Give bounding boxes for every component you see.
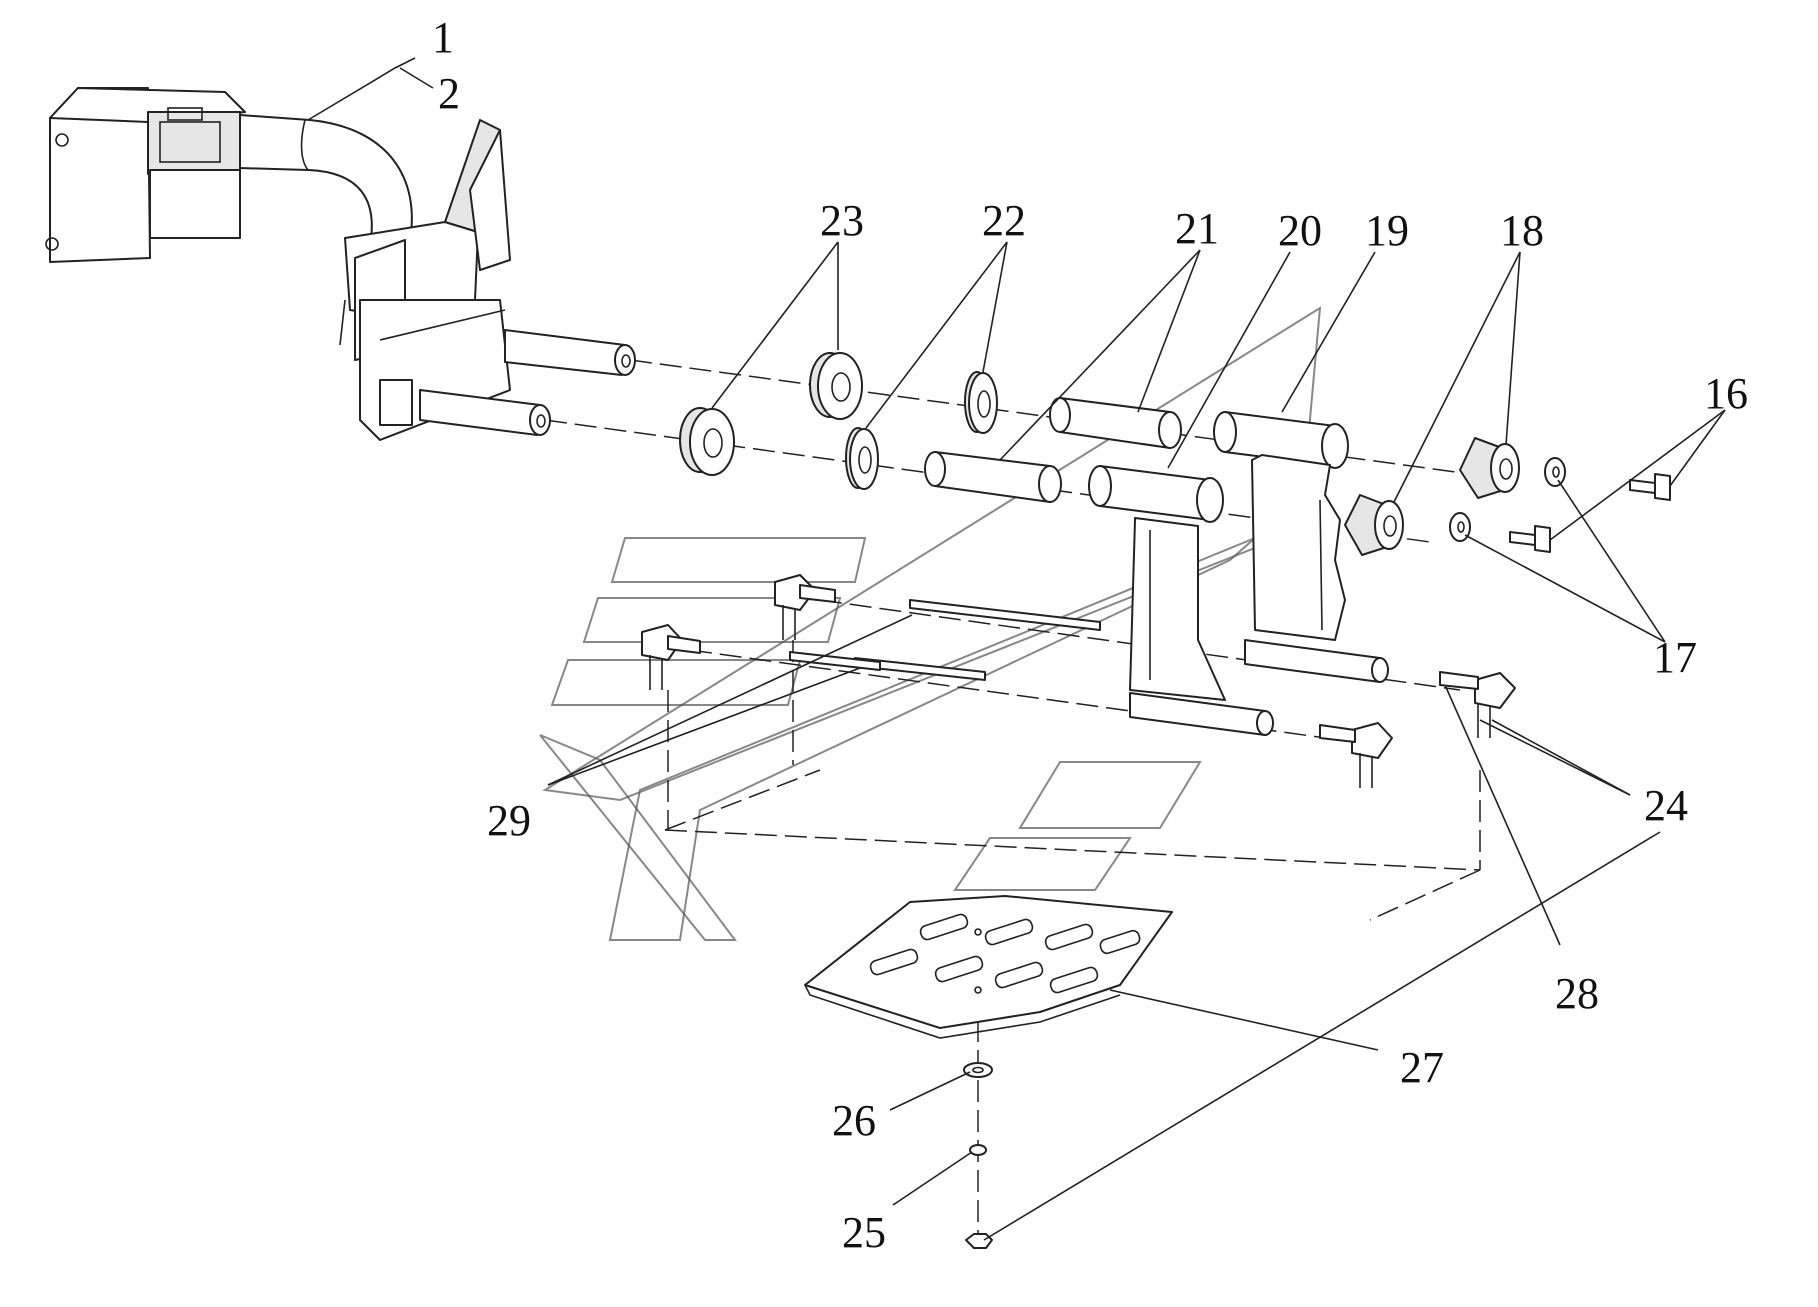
part-21-tubes [924, 397, 1182, 503]
callout-17: 17 [1653, 633, 1697, 682]
callout-labels: 1 2 16 17 18 19 20 21 22 23 24 25 26 27 … [432, 13, 1748, 1257]
callout-2: 2 [438, 69, 460, 118]
leader-lines [307, 57, 1726, 1241]
callout-18: 18 [1500, 206, 1544, 255]
part-18-end-caps [1344, 437, 1520, 556]
callout-19: 19 [1365, 206, 1409, 255]
part-19-bracket-tube [1213, 411, 1349, 641]
callout-22: 22 [982, 196, 1026, 245]
part-22-thin-rings [845, 371, 998, 490]
part-25-lock-washer [969, 1144, 987, 1156]
callout-29: 29 [487, 796, 531, 845]
part-17-washers [1449, 457, 1566, 542]
bracket-pins [419, 329, 636, 436]
callout-24: 24 [1644, 781, 1688, 830]
part-16-bolts [1509, 473, 1671, 553]
part-20-bracket-tube [1088, 465, 1226, 701]
callout-16: 16 [1704, 369, 1748, 418]
callout-20: 20 [1278, 206, 1322, 255]
nut [965, 1233, 993, 1249]
part-29-rods [789, 599, 1101, 681]
part-26-washer [963, 1062, 993, 1078]
watermark-logo [539, 306, 1322, 941]
callout-27: 27 [1400, 1043, 1444, 1092]
part-28-tubes [1129, 639, 1389, 736]
callout-26: 26 [832, 1096, 876, 1145]
part-1-bracket-and-tube [45, 87, 511, 441]
callout-23: 23 [820, 196, 864, 245]
part-27-step-plate [804, 895, 1173, 1039]
part-24-clamps [641, 574, 1516, 788]
part-23-thick-rings [679, 352, 863, 476]
callout-21: 21 [1175, 204, 1219, 253]
callout-28: 28 [1555, 969, 1599, 1018]
callout-1: 1 [432, 13, 454, 62]
callout-25: 25 [842, 1208, 886, 1257]
